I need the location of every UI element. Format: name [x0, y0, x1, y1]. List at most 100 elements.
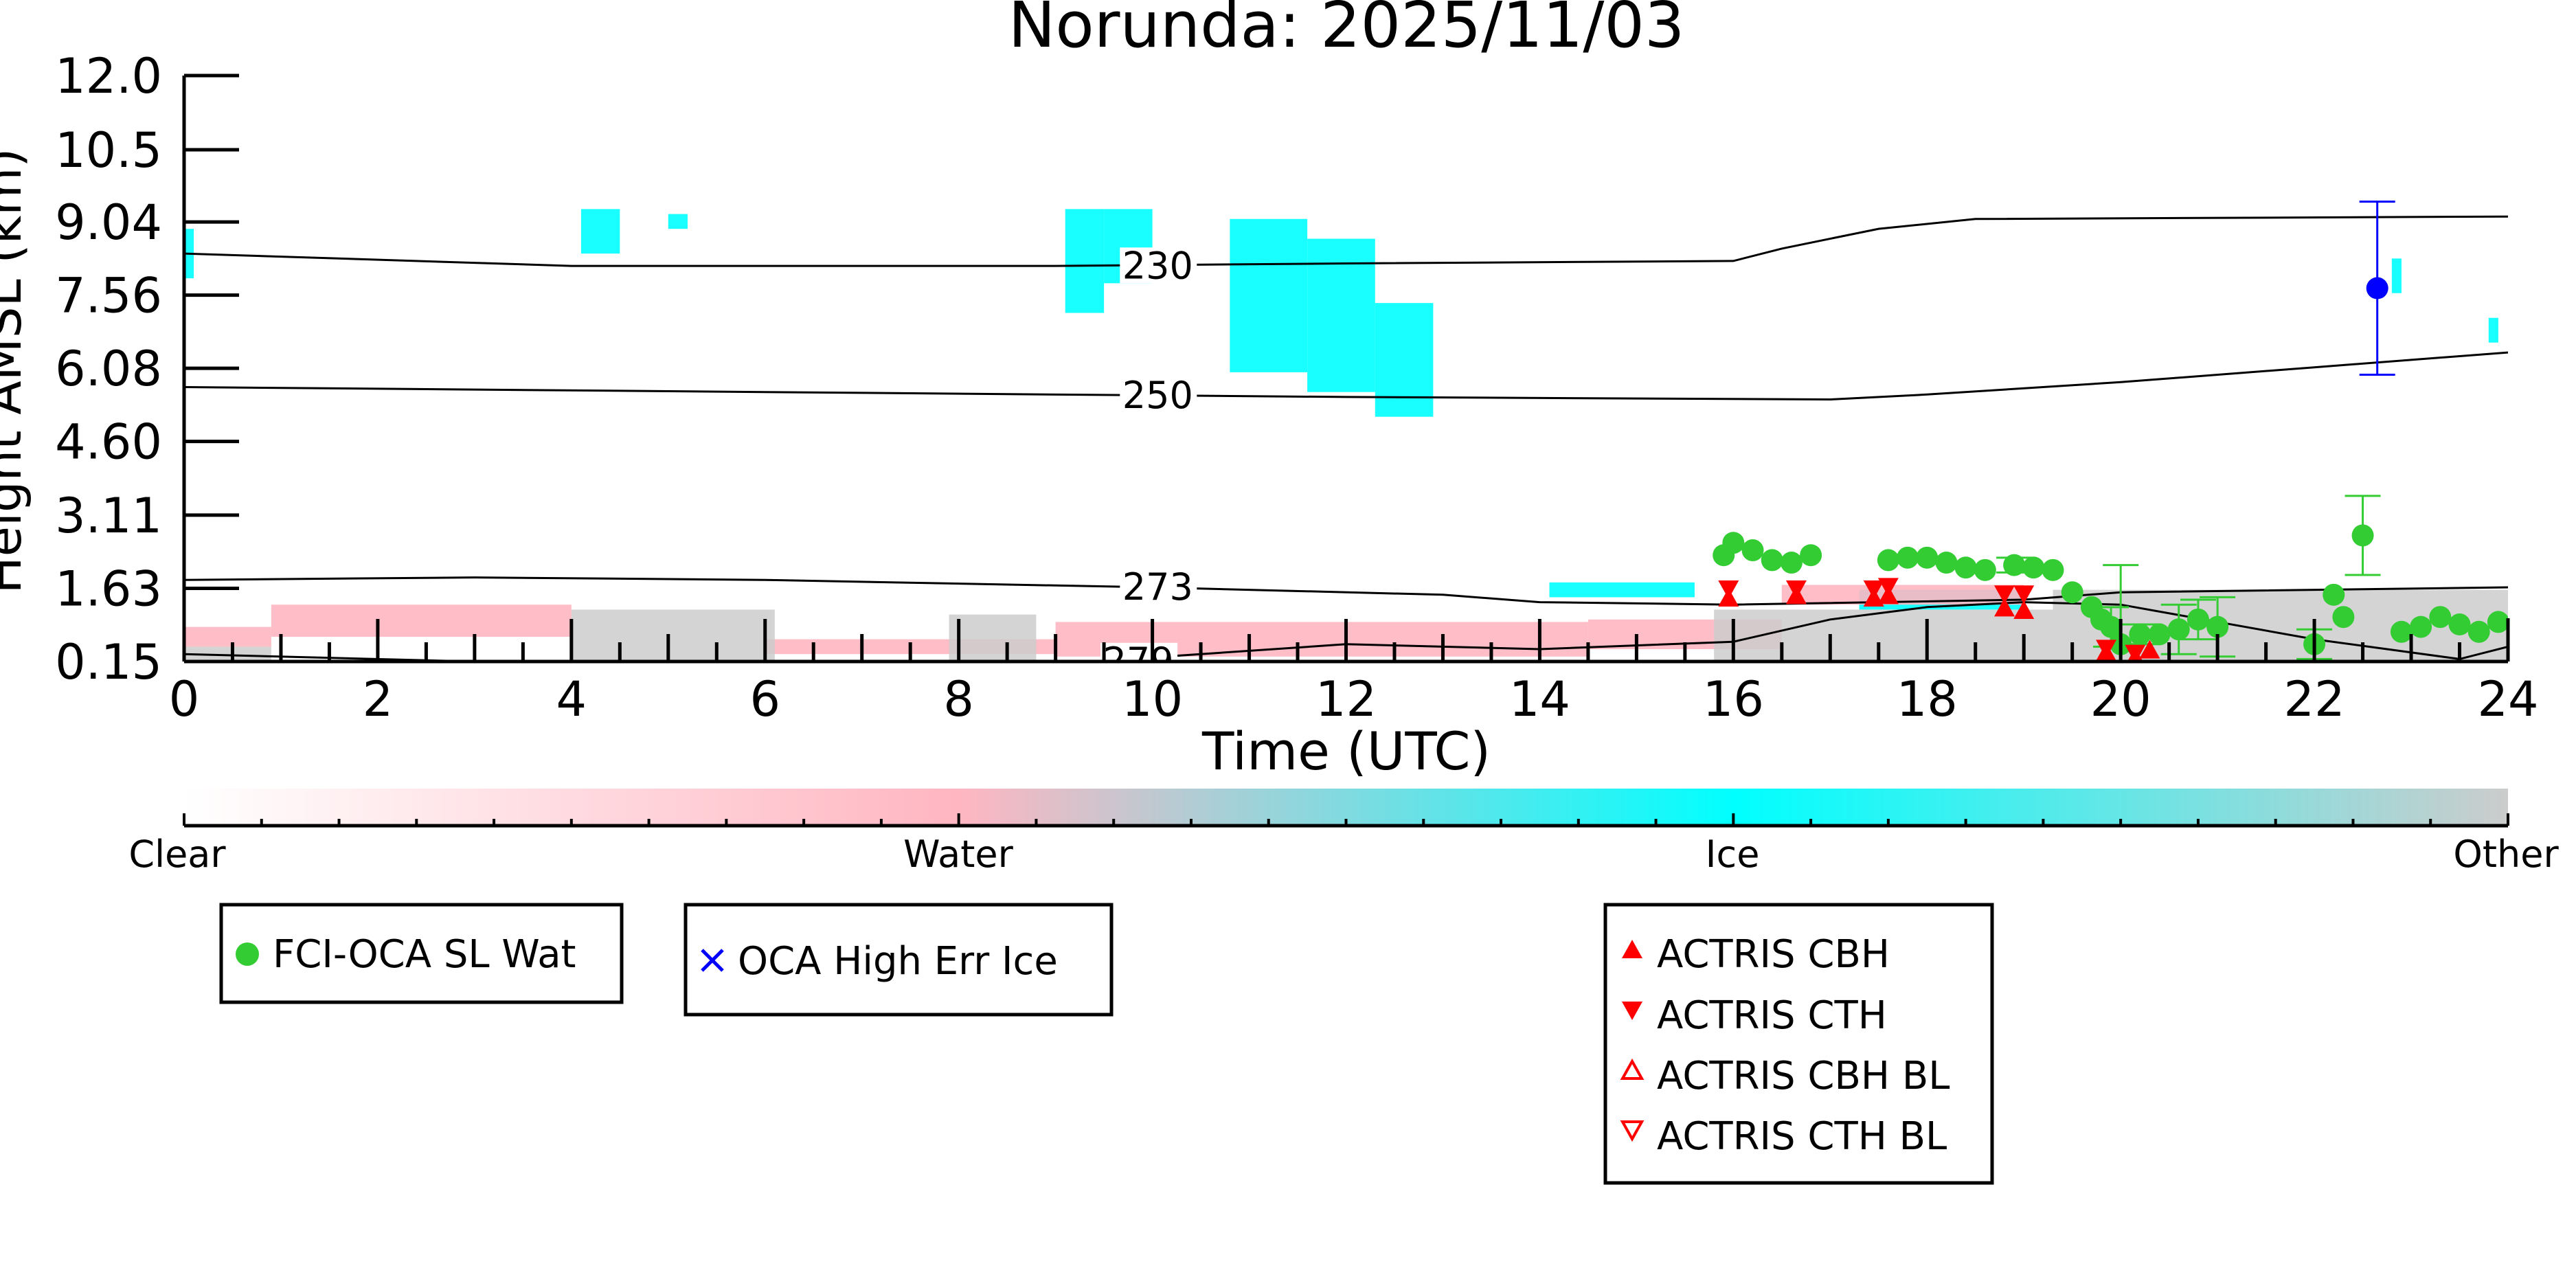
actris-cth-point — [1785, 580, 1807, 600]
x-tick-label: 10 — [1122, 671, 1183, 727]
legend-marker-actris-cth — [1622, 1002, 1642, 1020]
fci-oca-sl-wat-point — [1877, 549, 1899, 572]
fci-oca-sl-wat-point — [1916, 546, 1939, 569]
contour-label-230: 230 — [1122, 244, 1193, 287]
colorbar-label-clear: Clear — [128, 833, 226, 876]
x-tick-label: 14 — [1509, 671, 1570, 727]
y-tick-label: 10.5 — [55, 122, 162, 179]
retrieval-markers — [1713, 201, 2508, 662]
x-tick-label: 16 — [1703, 671, 1764, 727]
x-tick-label: 0 — [169, 671, 200, 727]
phase-colorbar: Clear Water Ice Other — [128, 789, 2559, 876]
legend-marker-actris-cbh-bl — [1620, 1058, 1645, 1080]
legend-marker-actris-cbh — [1622, 940, 1642, 958]
fci-oca-sl-wat-point — [1800, 544, 1822, 567]
y-tick-label: 12.0 — [55, 48, 162, 104]
y-tick-label: 7.56 — [55, 268, 162, 324]
legend-label-actris-cth: ACTRIS CTH — [1657, 993, 1887, 1038]
legend-fci-oca: FCI-OCA SL Wat — [219, 903, 624, 1004]
fci-oca-sl-wat-point — [2100, 615, 2123, 638]
contour-label-bg — [1100, 642, 1178, 662]
x-tick-label: 6 — [749, 671, 780, 727]
contour-label-bg — [1120, 569, 1197, 605]
contour-label-bg — [1120, 247, 1197, 284]
contour-line-250 — [184, 351, 2508, 401]
actris-cth-point — [2096, 640, 2117, 659]
x-tick-label: 4 — [556, 671, 587, 727]
x-axis-label: Time (UTC) — [1201, 721, 1491, 782]
cloud-region-ice — [580, 209, 620, 254]
actris-cbh-point — [2013, 600, 2035, 620]
legend-actris: ACTRIS CBH ACTRIS CTH ACTRIS CBH BL ACTR… — [1603, 903, 1994, 1185]
fci-oca-sl-wat-point — [2167, 618, 2190, 641]
y-tick-label: 0.15 — [55, 634, 162, 690]
x-tick-label: 24 — [2477, 671, 2538, 727]
legend-label-actris-cbh-bl: ACTRIS CBH BL — [1657, 1054, 1950, 1098]
fci-oca-sl-wat-point — [2206, 615, 2229, 638]
fci-oca-sl-wat-point — [2351, 524, 2374, 547]
actris-cbh-point — [1994, 598, 2015, 617]
x-tick-label: 2 — [363, 671, 394, 727]
cloud-region-ice — [1230, 218, 1308, 372]
fci-oca-sl-wat-point — [2448, 613, 2471, 636]
cloud-region-water — [184, 626, 271, 647]
fci-oca-sl-wat-point — [1741, 539, 1764, 562]
actris-cth-point — [1718, 580, 1739, 600]
fci-oca-sl-wat-point — [1897, 546, 1919, 569]
colorbar-label-other: Other — [2453, 833, 2559, 876]
legend-label-actris-cbh: ACTRIS CBH — [1657, 932, 1890, 977]
fci-oca-sl-wat-point — [2467, 620, 2490, 643]
actris-cth-point — [1994, 585, 2015, 605]
fci-oca-sl-wat-point — [2429, 606, 2452, 629]
y-axis-label: Height AMSL (km) — [0, 148, 32, 594]
colorbar-ticks — [183, 813, 2509, 826]
fci-oca-sl-wat-point — [2148, 623, 2171, 646]
colorbar-label-ice: Ice — [1706, 833, 1760, 876]
legend-box — [1603, 903, 1994, 1185]
colorbar-label-water: Water — [903, 833, 1013, 876]
chart-title: Norunda: 2025/11/03 — [1008, 0, 1685, 62]
fci-oca-sl-wat-point — [2323, 583, 2345, 606]
legend-marker-fci-oca-sl-wat — [236, 942, 259, 966]
fci-oca-sl-wat-point — [2061, 581, 2083, 604]
y-tick-label: 6.08 — [55, 341, 162, 397]
x-tick-label: 22 — [2284, 671, 2345, 727]
actris-cth-point — [1863, 580, 1884, 600]
legend-marker-actris-cth-bl — [1620, 1120, 1645, 1142]
cloud-region-ice — [2488, 317, 2498, 343]
legend-label-fci-oca-sl-wat: FCI-OCA SL Wat — [273, 932, 576, 977]
legend-oca-high-err: OCA High Err Ice — [683, 903, 1114, 1017]
legend-box — [219, 903, 624, 1004]
cloud-region-ice — [668, 214, 688, 229]
cloud-region-ice — [1307, 238, 1375, 392]
cloud-region-other — [571, 609, 775, 662]
x-tick-label: 20 — [2090, 671, 2151, 727]
x-tick-label: 8 — [943, 671, 974, 727]
cloud-region-water — [271, 605, 572, 637]
contour-label-bg — [1120, 377, 1197, 414]
fci-oca-sl-wat-point — [2022, 556, 2045, 579]
legend-marker-oca-high-err-ice — [701, 949, 724, 972]
fci-oca-sl-wat-point — [2129, 623, 2151, 646]
fci-oca-sl-wat-point — [2042, 558, 2064, 581]
fci-oca-sl-wat-point — [1974, 558, 1996, 581]
cloud-region-ice — [2391, 258, 2402, 293]
fci-oca-sl-wat-point — [2487, 611, 2508, 633]
legend-box — [683, 903, 1114, 1017]
y-tick-label: 4.60 — [55, 414, 162, 471]
actris-cth-point — [2013, 585, 2035, 605]
fci-oca-sl-wat-point — [1761, 549, 1783, 572]
fci-oca-sl-wat-point — [1935, 552, 1958, 574]
contour-line-279 — [184, 601, 2508, 662]
x-tick-label: 12 — [1315, 671, 1377, 727]
legend-label-actris-cth-bl: ACTRIS CTH BL — [1657, 1114, 1947, 1159]
actris-cbh-point — [2139, 640, 2160, 659]
legend-label-oca-high-err-ice: OCA High Err Ice — [738, 939, 1058, 984]
cloud-region-other — [184, 646, 271, 662]
fci-oca-sl-wat-point — [1954, 556, 1977, 579]
